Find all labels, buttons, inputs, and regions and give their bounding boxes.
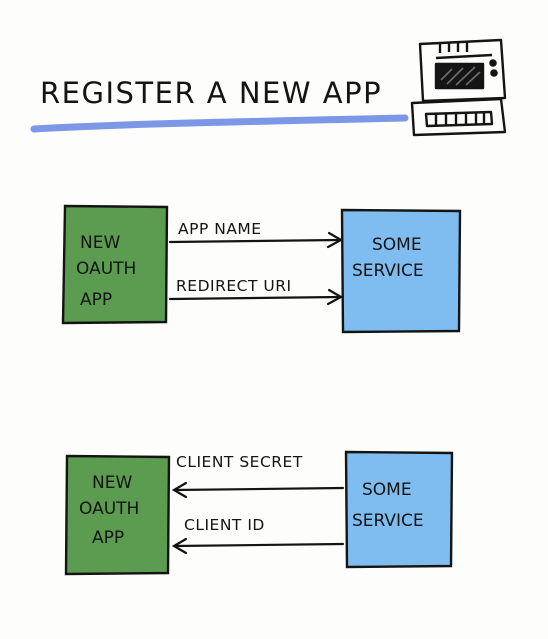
arrow-label-client-secret: CLIENT SECRET [176,453,303,471]
server-computer-icon [410,38,507,137]
service-label: SOME SERVICE [352,480,424,531]
page-title: REGISTER A NEW APP [40,76,382,110]
diagram-bottom: NEW OAUTH APP SOME SERVICE CLIENT SECRET… [64,450,454,576]
client-app-box [61,204,169,325]
service-box [344,450,454,569]
arrow-label-redirect-uri: REDIRECT URI [176,277,292,295]
client-app-label: NEW OAUTH APP [76,233,142,310]
client-app-label: NEW OAUTH APP [79,473,145,548]
arrow-label-app-name: APP NAME [178,220,262,238]
title-underline [30,114,409,133]
arrow-redirect-uri [168,288,344,306]
arrow-label-client-id: CLIENT ID [184,516,265,534]
service-label: SOME SERVICE [352,235,427,281]
service-box [340,208,462,334]
arrow-client-secret [171,481,345,499]
arrow-client-id [171,537,345,555]
diagram-top: NEW OAUTH APP SOME SERVICE APP NAME REDI… [61,204,462,334]
arrow-app-name [168,231,344,249]
client-app-box [64,454,171,576]
